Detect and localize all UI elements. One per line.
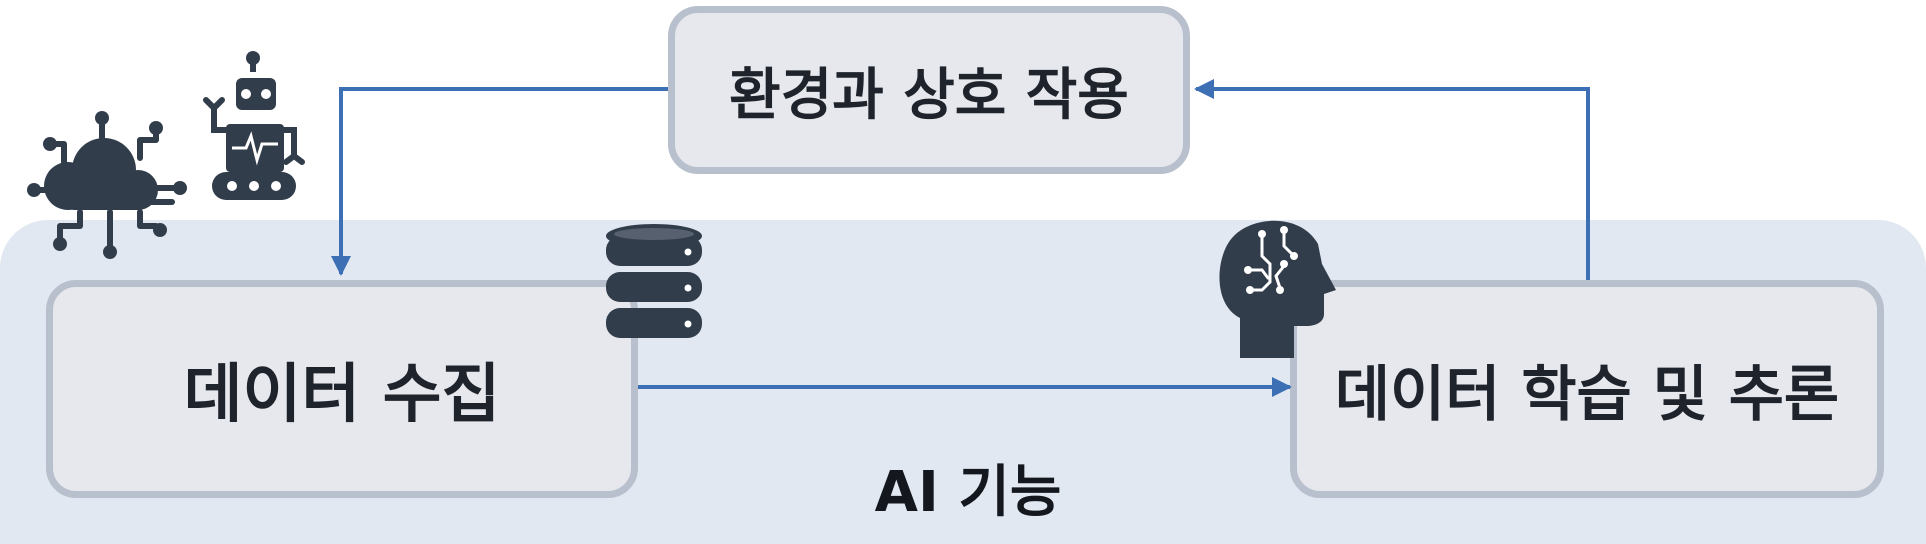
ai-head-icon [1219,220,1336,358]
learning-inference-label: 데이터 학습 및 추론 [1334,359,1840,430]
data-collection-label: 데이터 수집 [183,358,501,432]
learning-inference-box: 데이터 학습 및 추론 [1290,280,1884,498]
robot-icon [203,51,305,200]
arrow-learning-to-environment [1194,79,1590,280]
environment-interaction-box: 환경과 상호 작용 [668,6,1190,174]
iot-cloud-icon [27,111,187,259]
arrow-environment-to-collection [331,87,668,276]
database-icon [606,224,702,338]
environment-interaction-label: 환경과 상호 작용 [729,62,1129,128]
ai-function-label: AI 기능 [874,459,1062,525]
data-collection-box: 데이터 수집 [46,280,638,498]
